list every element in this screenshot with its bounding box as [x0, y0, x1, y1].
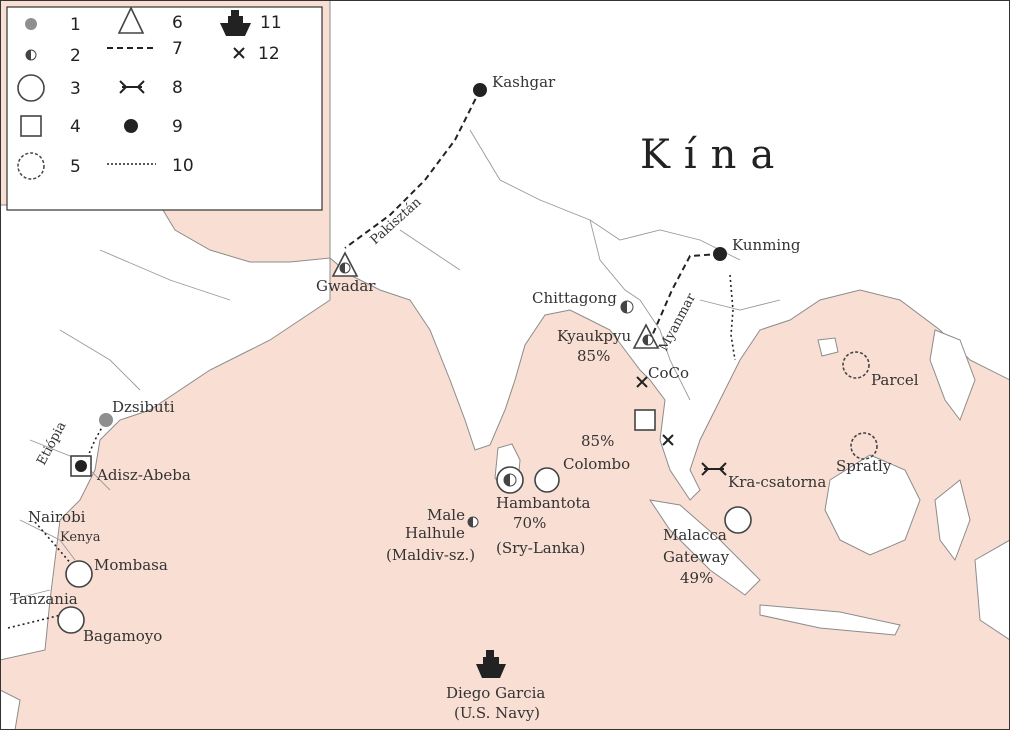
legend-symbol-3 — [17, 74, 45, 102]
label-colombo: Colombo — [563, 455, 630, 473]
label-halhule: Halhule — [405, 524, 465, 542]
land-africa-arabia — [0, 204, 331, 661]
legend-symbol-9 — [124, 119, 138, 133]
label-male: Male — [427, 506, 465, 524]
label-parcel: Parcel — [871, 371, 919, 389]
label-srilanka: (Sry-Lanka) — [496, 539, 585, 557]
legend-num-4: 4 — [70, 117, 81, 137]
label-kyaukpyu: Kyaukpyu — [557, 327, 631, 345]
label-bagamoyo: Bagamoyo — [83, 627, 162, 645]
label-malacca: Malacca — [663, 526, 727, 544]
label-gateway: Gateway — [663, 548, 730, 566]
label-kunming: Kunming — [732, 236, 801, 254]
legend-symbol-8 — [119, 80, 145, 94]
label-malacca-pct: 49% — [680, 569, 713, 587]
label-maldives: (Maldiv-sz.) — [386, 546, 475, 564]
legend-num-10: 10 — [172, 156, 194, 176]
label-kra: Kra-csatorna — [728, 473, 826, 491]
kashgar-dot — [473, 83, 487, 97]
label-coco: CoCo — [648, 364, 689, 382]
bagamoyo-circle — [57, 606, 85, 634]
label-spratly: Spratly — [836, 457, 892, 475]
land-sumatra — [648, 499, 761, 596]
legend-symbol-5 — [17, 152, 45, 180]
legend-box — [6, 6, 323, 211]
legend: 1 2 3 4 5 6 7 8 9 10 11 — [6, 6, 323, 211]
legend-symbol-4 — [20, 115, 42, 137]
addis-dot — [75, 460, 87, 472]
label-tanzania: Tanzania — [10, 590, 78, 608]
andaman-cross — [662, 434, 674, 446]
colombo-circle — [534, 467, 560, 493]
legend-symbol-1 — [25, 18, 37, 30]
label-djibouti: Dzsibuti — [112, 398, 175, 416]
land-sulawesi — [934, 479, 971, 562]
diego-garcia-ship-icon — [476, 650, 506, 678]
label-kyaukpyu-pct: 85% — [577, 347, 610, 365]
land-new-guinea — [974, 539, 1010, 641]
label-nairobi: Nairobi — [28, 508, 86, 526]
land-hainan — [817, 337, 839, 357]
land-borneo — [824, 454, 921, 556]
label-hambantota-pct: 70% — [513, 514, 546, 532]
legend-num-9: 9 — [172, 117, 183, 137]
legend-num-6: 6 — [172, 13, 183, 33]
legend-symbol-11 — [220, 10, 251, 36]
label-hambantota: Hambantota — [496, 494, 591, 512]
land-asia-india — [329, 0, 1010, 501]
label-usnavy: (U.S. Navy) — [454, 704, 540, 722]
legend-num-12: 12 — [258, 44, 280, 64]
kunming-dot — [713, 247, 727, 261]
country-borders — [9, 129, 781, 601]
label-chittagong: Chittagong — [532, 289, 617, 307]
dashed-routes — [344, 89, 721, 337]
legend-num-1: 1 — [70, 15, 81, 35]
andaman-square — [634, 409, 656, 431]
route-kunming-kyaukpyu — [651, 253, 721, 337]
legend-num-7: 7 — [172, 39, 183, 59]
land-java — [759, 604, 901, 636]
malacca-circle — [724, 506, 752, 534]
label-kenya: Kenya — [60, 530, 101, 545]
land-madagascar — [0, 689, 21, 730]
label-mombasa: Mombasa — [94, 556, 168, 574]
legend-num-5: 5 — [70, 157, 81, 177]
kra-canal-bracket — [701, 462, 727, 476]
mombasa-circle — [65, 560, 93, 588]
label-diego: Diego Garcia — [446, 684, 545, 702]
label-china: Kína — [640, 132, 788, 178]
coco-cross — [636, 376, 648, 388]
legend-num-2: 2 — [70, 46, 81, 66]
label-kashgar: Kashgar — [492, 73, 556, 91]
spratly-dashed-circle — [850, 432, 878, 460]
parcel-dashed-circle — [842, 351, 870, 379]
land-philippines — [929, 329, 976, 422]
label-andaman-pct: 85% — [581, 432, 614, 450]
route-nairobi-mombasa — [34, 521, 79, 573]
legend-symbol-6 — [117, 6, 145, 34]
legend-num-8: 8 — [172, 78, 183, 98]
label-gwadar: Gwadar — [316, 277, 376, 295]
legend-num-3: 3 — [70, 79, 81, 99]
map-symbols — [57, 83, 878, 678]
label-addis: Adisz-Abeba — [96, 466, 191, 484]
route-kashgar-gwadar — [344, 89, 481, 249]
legend-num-11: 11 — [260, 13, 282, 33]
djibouti-dot — [99, 413, 113, 427]
legend-symbol-12 — [233, 47, 245, 59]
